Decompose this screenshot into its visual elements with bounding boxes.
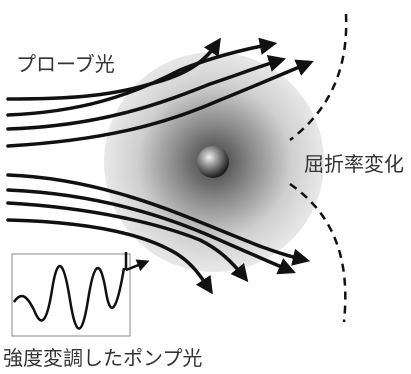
pump-direction-arrow — [126, 252, 146, 270]
pump-light-box — [12, 254, 130, 336]
center-sphere — [197, 146, 229, 178]
refractive-index-change-label: 屈折率変化 — [304, 154, 404, 174]
pump-light-label: 強度変調したポンプ光 — [3, 348, 202, 368]
probe-light-label: プローブ光 — [16, 54, 115, 74]
pump-light-wave — [14, 266, 124, 328]
